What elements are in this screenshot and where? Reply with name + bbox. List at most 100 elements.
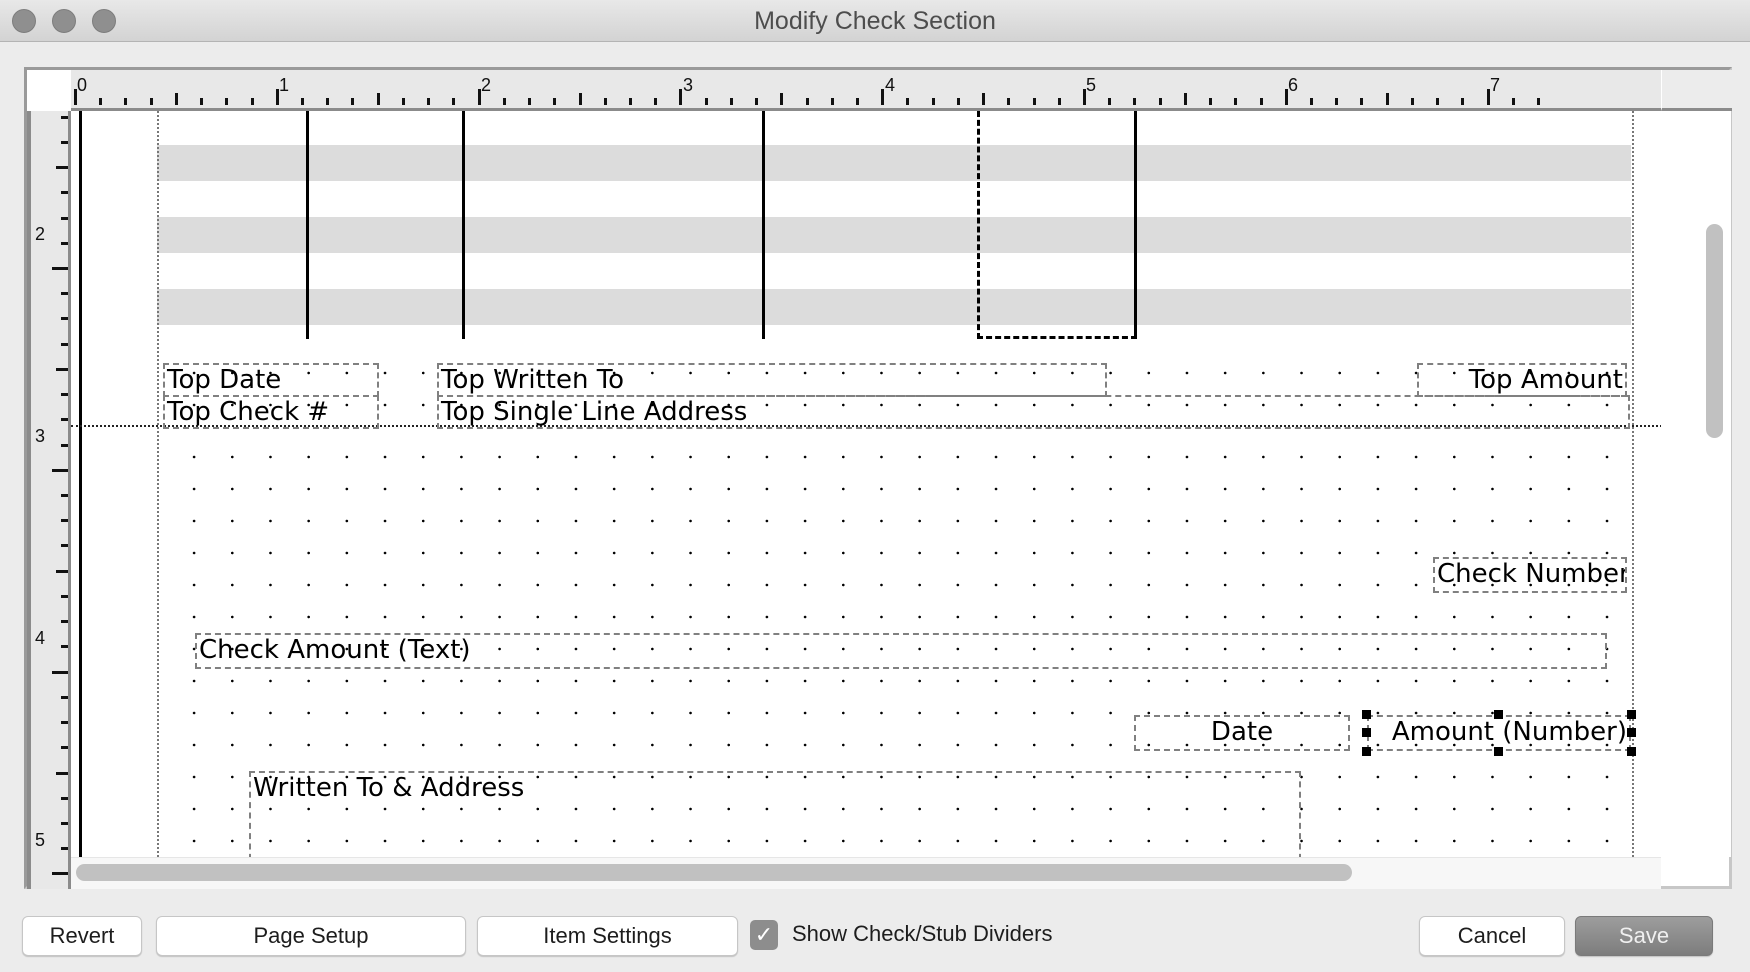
ruler-tick: [956, 98, 960, 105]
ruler-tick: [56, 166, 68, 170]
ruler-tick: [61, 494, 68, 498]
ruler-tick: [578, 93, 582, 105]
revert-button[interactable]: Revert: [22, 916, 142, 956]
ruler-tick: [1385, 93, 1389, 105]
vertical-scrollbar-thumb[interactable]: [1706, 224, 1723, 438]
field-check-number[interactable]: Check Number: [1433, 557, 1627, 593]
ruler-tick: [61, 216, 68, 220]
ruler-tick: [52, 872, 68, 876]
ruler-tick: [755, 98, 759, 105]
ruler-tick: [1108, 98, 1112, 105]
ruler-tick: [61, 544, 68, 548]
vertical-ruler: 2 3 4 5: [27, 111, 71, 889]
ruler-tick: [61, 847, 68, 851]
field-top-check-number[interactable]: Top Check #: [163, 395, 379, 429]
ruler-label: 4: [35, 628, 46, 648]
field-date[interactable]: Date: [1134, 715, 1350, 751]
field-top-amount[interactable]: Top Amount: [1417, 363, 1627, 397]
ruler-tick: [250, 98, 254, 105]
layout-canvas[interactable]: Top Date Top Check # Top Written To Top …: [71, 111, 1661, 857]
ruler-tick: [225, 98, 229, 105]
resize-handle-s[interactable]: [1494, 747, 1503, 756]
field-amount-number[interactable]: Amount (Number): [1367, 715, 1631, 751]
close-window-button[interactable]: [12, 9, 36, 33]
ruler-label: 7: [1490, 75, 1501, 95]
ruler-label: 5: [1086, 75, 1097, 95]
ruler-tick: [61, 317, 68, 321]
ruler-tick: [982, 93, 986, 105]
resize-handle-e[interactable]: [1627, 728, 1636, 737]
ruler-tick: [61, 594, 68, 598]
resize-handle-nw[interactable]: [1362, 710, 1371, 719]
ruler-tick: [1410, 98, 1414, 105]
ruler-tick: [1511, 98, 1515, 105]
ruler-tick: [1360, 98, 1364, 105]
ruler-tick: [61, 821, 68, 825]
ruler-tick: [805, 98, 809, 105]
field-top-written-to[interactable]: Top Written To: [437, 363, 1107, 397]
ruler-tick: [1007, 98, 1011, 105]
stub-stripe: [157, 217, 1631, 253]
zoom-window-button[interactable]: [92, 9, 116, 33]
resize-handle-se[interactable]: [1627, 747, 1636, 756]
ruler-tick: [1310, 98, 1314, 105]
resize-handle-ne[interactable]: [1627, 710, 1636, 719]
ruler-tick: [61, 241, 68, 245]
ruler-tick: [174, 93, 178, 105]
show-dividers-checkbox[interactable]: ✓: [750, 920, 778, 950]
ruler-tick: [74, 89, 77, 105]
ruler-corner: [27, 70, 71, 111]
ruler-tick: [931, 98, 935, 105]
check-stub-divider[interactable]: [71, 425, 1661, 427]
resize-handle-w[interactable]: [1362, 728, 1371, 737]
cancel-button[interactable]: Cancel: [1419, 916, 1565, 956]
ruler-tick: [1486, 89, 1490, 105]
ruler-tick: [1133, 98, 1137, 105]
window-title: Modify Check Section: [754, 7, 996, 35]
page-setup-button[interactable]: Page Setup: [156, 916, 466, 956]
ruler-tick: [452, 98, 456, 105]
selected-column-box[interactable]: [977, 111, 1137, 339]
ruler-tick: [1461, 98, 1465, 105]
horizontal-ruler: 0 1 2 3 4 5 6 7: [71, 70, 1661, 111]
ruler-tick: [149, 98, 153, 105]
ruler-tick: [52, 267, 68, 270]
item-settings-button[interactable]: Item Settings: [477, 916, 738, 956]
ruler-tick: [99, 98, 103, 105]
ruler-tick: [326, 98, 330, 105]
grid-dots: [175, 357, 1635, 421]
ruler-tick: [275, 89, 279, 105]
grid-dots: [175, 441, 1635, 857]
resize-handle-sw[interactable]: [1362, 747, 1371, 756]
save-button[interactable]: Save: [1575, 916, 1713, 956]
ruler-tick: [61, 695, 68, 699]
horizontal-scrollbar-thumb[interactable]: [76, 864, 1352, 881]
ruler-tick: [528, 98, 532, 105]
field-top-single-line-address[interactable]: Top Single Line Address: [437, 395, 1630, 429]
minimize-window-button[interactable]: [52, 9, 76, 33]
ruler-tick: [52, 468, 68, 472]
page-edge-line: [79, 111, 82, 857]
field-top-date[interactable]: Top Date: [163, 363, 379, 397]
column-divider[interactable]: [762, 111, 765, 339]
ruler-label: 5: [35, 830, 46, 850]
resize-handle-n[interactable]: [1494, 710, 1503, 719]
ruler-tick: [56, 569, 68, 573]
ruler-tick: [654, 98, 658, 105]
ruler-label: 2: [35, 224, 46, 244]
ruler-tick: [1284, 89, 1288, 105]
ruler-tick: [301, 98, 305, 105]
field-check-amount-text[interactable]: Check Amount (Text): [195, 633, 1607, 669]
ruler-tick: [61, 519, 68, 523]
ruler-tick: [61, 191, 68, 195]
column-divider[interactable]: [462, 111, 465, 339]
ruler-tick: [1057, 98, 1061, 105]
column-divider[interactable]: [306, 111, 309, 339]
field-written-to-address[interactable]: Written To & Address: [249, 771, 1301, 857]
ruler-tick: [830, 98, 834, 105]
ruler-label: 1: [279, 75, 290, 95]
show-dividers-label[interactable]: Show Check/Stub Dividers: [792, 921, 1053, 946]
title-bar: Modify Check Section: [0, 0, 1750, 42]
ruler-tick: [200, 98, 204, 105]
stub-stripe: [157, 145, 1631, 181]
